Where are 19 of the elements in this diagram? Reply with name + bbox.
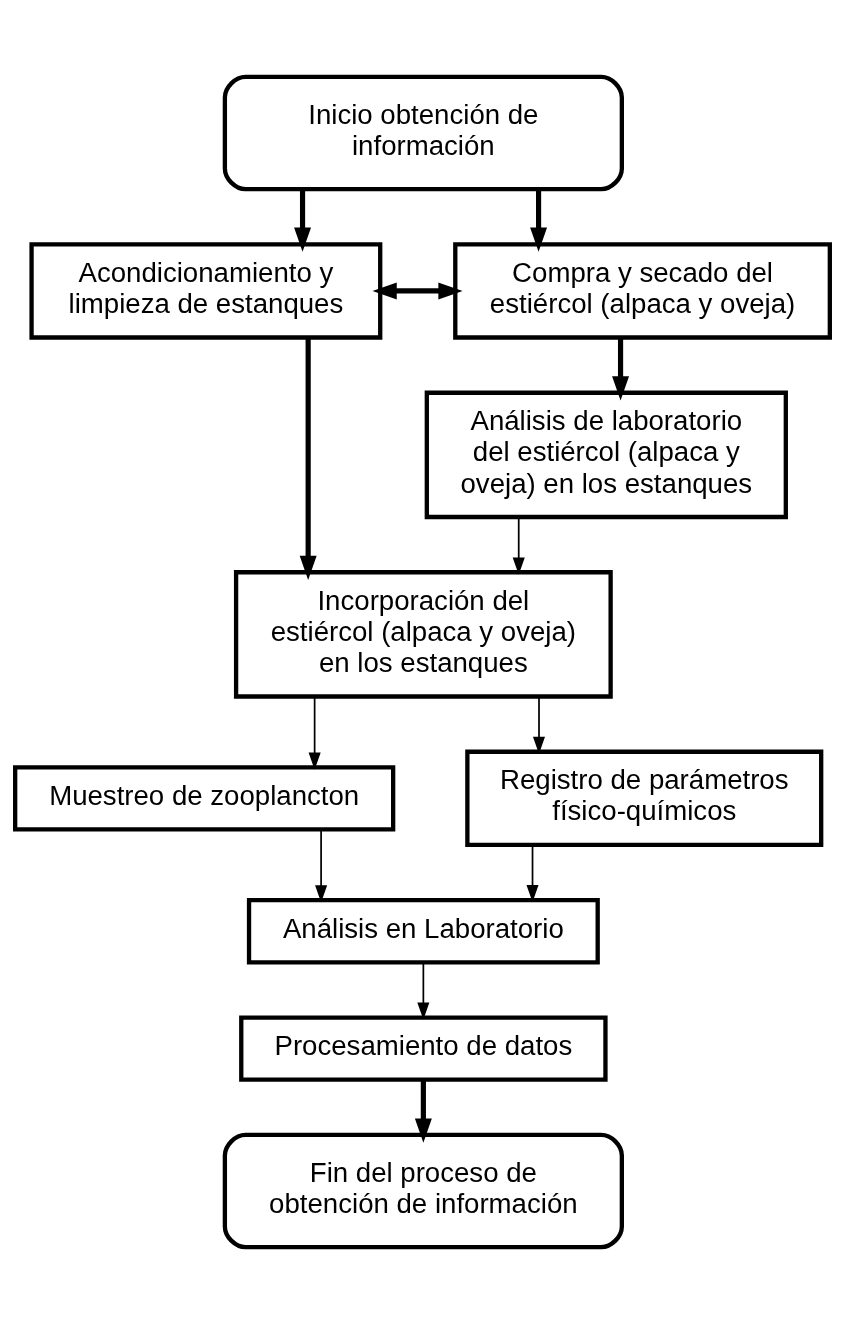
node-box: Registro de parámetros físico-químicos <box>465 749 824 847</box>
node-box: Compra y secado del estiércol (alpaca y oveja) <box>453 241 832 340</box>
arrow <box>417 961 430 1020</box>
node-box: Inicio obtención de información <box>222 74 624 191</box>
arrow <box>299 337 317 580</box>
arrow <box>294 188 312 252</box>
arrow <box>315 828 328 903</box>
arrow <box>414 1079 432 1143</box>
node-box: Acondicionamiento y limpieza de estanques <box>29 241 383 340</box>
node-box: Muestreo de zooplancton <box>13 764 396 832</box>
node-box: Fin del proceso de obtención de información <box>222 1132 624 1249</box>
node-box: Análisis en Laboratorio <box>246 897 600 964</box>
arrow <box>372 281 463 299</box>
arrow <box>308 695 321 770</box>
arrow <box>530 188 548 252</box>
node-box: Análisis de laboratorio del estiércol (alpaca y oveja) en los estanques <box>424 390 788 519</box>
arrow <box>612 337 630 400</box>
node-box: Procesamiento de datos <box>239 1014 608 1082</box>
node-box: Incorporación del estiércol (alpaca y oveja) en los estanques <box>233 569 613 699</box>
